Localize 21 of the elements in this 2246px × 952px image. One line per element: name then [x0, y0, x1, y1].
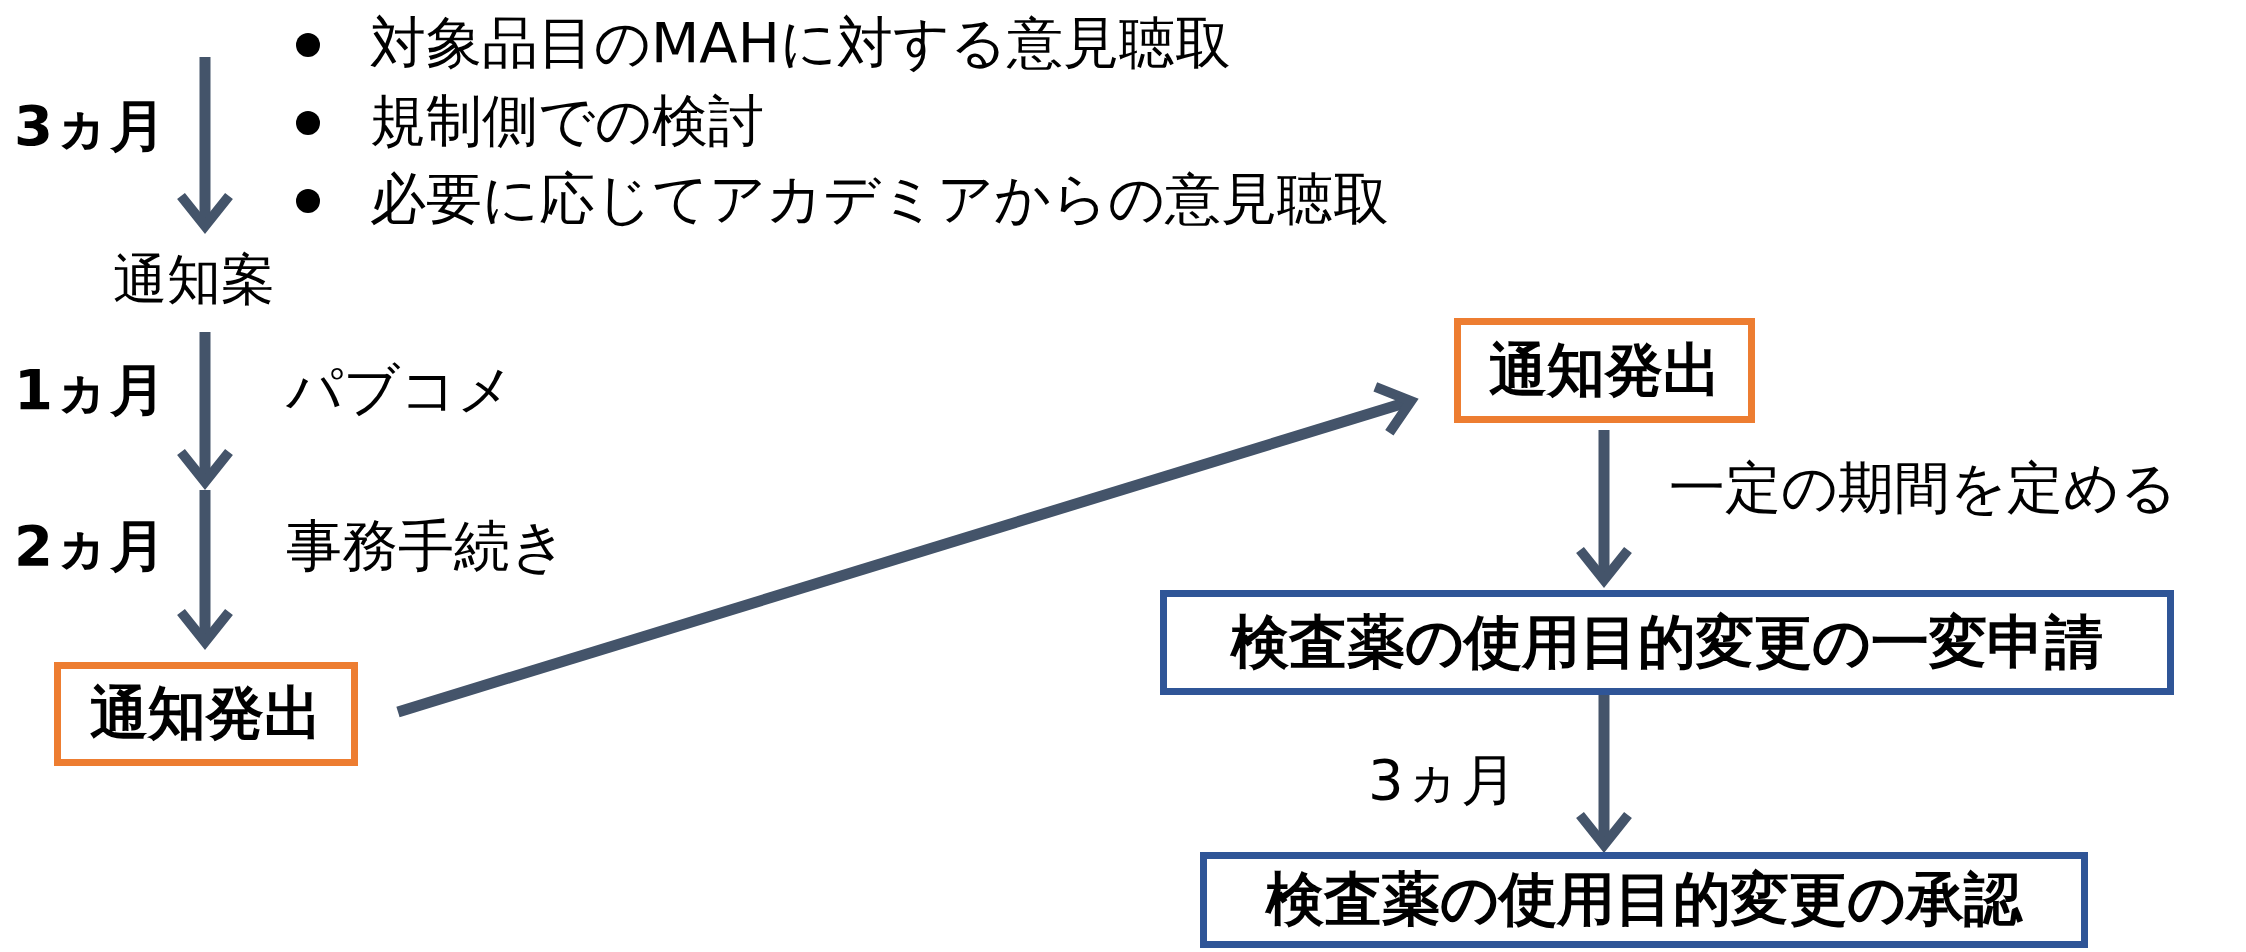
- arrow: [1575, 695, 1633, 850]
- step-text: 通知案: [113, 246, 275, 313]
- arrow: [176, 57, 234, 231]
- arrow: [1575, 430, 1633, 585]
- arrow: [396, 381, 1416, 718]
- process-box: 通知発出: [1454, 318, 1755, 423]
- bullet-text: 対象品目のMAHに対する意見聴取: [370, 15, 1231, 71]
- duration-label: 一定の期間を定める: [1669, 460, 2177, 516]
- process-box: 検査薬の使用目的変更の承認: [1200, 852, 2088, 948]
- step-note: 事務手続き: [286, 518, 567, 574]
- duration-label: 3ヵ月: [14, 98, 166, 154]
- bullet-text: 必要に応じてアカデミアからの意見聴取: [370, 171, 1389, 227]
- arrow: [176, 332, 234, 487]
- bullet-text: 規制側での検討: [370, 93, 764, 149]
- process-box: 検査薬の使用目的変更の一変申請: [1160, 590, 2174, 695]
- duration-label: 2ヵ月: [14, 518, 166, 574]
- arrow: [176, 490, 234, 647]
- duration-label: 3ヵ月: [1368, 752, 1517, 808]
- process-box: 通知発出: [54, 662, 358, 766]
- duration-label: 1ヵ月: [14, 362, 166, 418]
- step-note: パブコメ: [286, 362, 514, 418]
